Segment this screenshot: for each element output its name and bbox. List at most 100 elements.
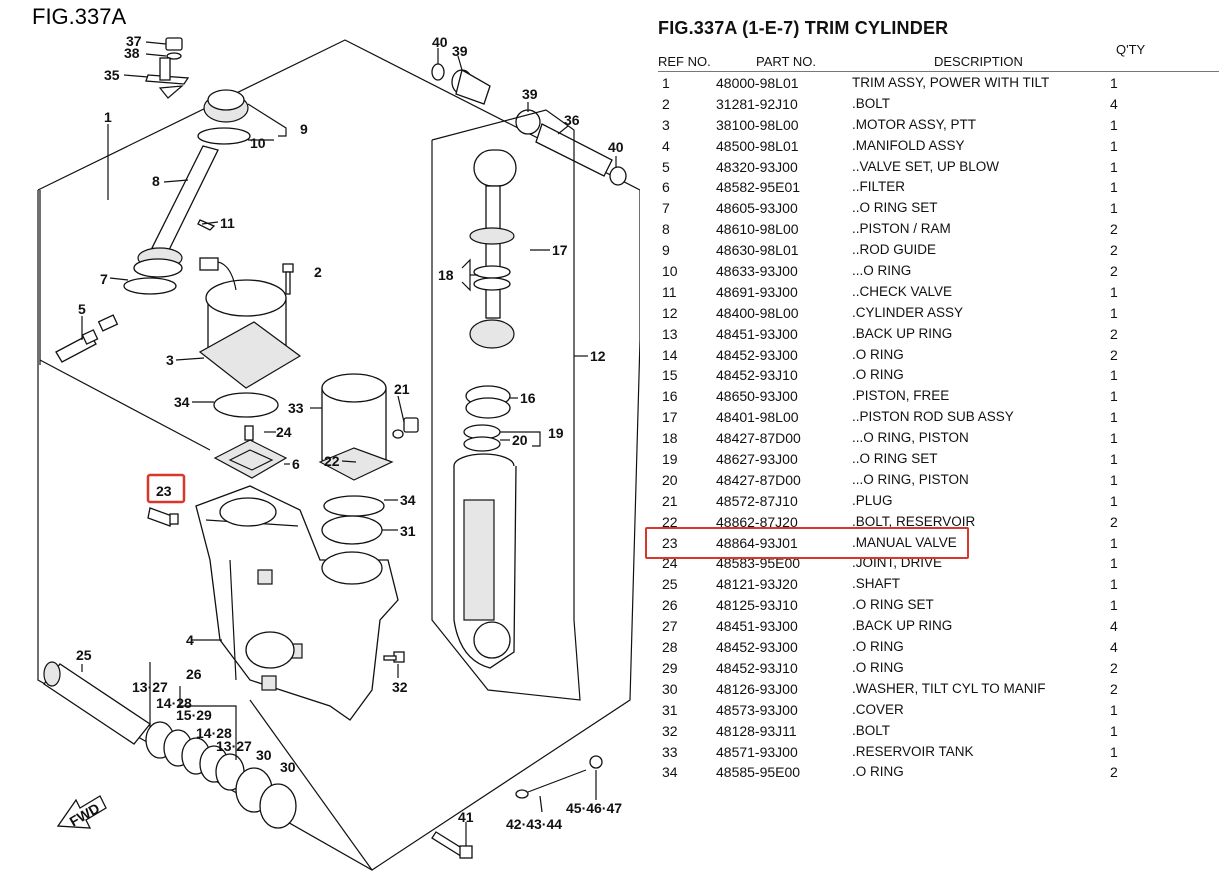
- ref-cell: 29: [662, 659, 678, 676]
- exploded-parts-diagram: FIG.337A: [32, 4, 640, 871]
- description-cell: .O RING: [852, 346, 904, 362]
- bushing-part-39: [431, 63, 541, 135]
- callout-24: 24: [276, 424, 292, 440]
- callout-40b: 40: [608, 139, 624, 155]
- callout-17: 17: [552, 242, 568, 258]
- table-row: 22 48862-87J20 .BOLT, RESERVOIR 2: [658, 512, 1219, 533]
- description-cell: .MOTOR ASSY, PTT: [852, 116, 977, 132]
- callout-1: 1: [104, 109, 112, 125]
- qty-cell: 1: [1110, 597, 1118, 614]
- part-no-cell: 48452-93J00: [716, 346, 798, 363]
- callout-20: 20: [512, 432, 528, 448]
- ref-cell: 20: [662, 471, 678, 488]
- part-no-cell: 48862-87J20: [716, 513, 798, 530]
- ref-cell: 14: [662, 346, 678, 363]
- callout-2: 2: [314, 264, 322, 280]
- callout-13-27b: 13·27: [216, 738, 252, 754]
- callout-12: 12: [590, 348, 606, 364]
- description-cell: ..FILTER: [852, 179, 906, 195]
- callout-4: 4: [186, 632, 194, 648]
- description-cell: .JOINT, DRIVE: [852, 555, 943, 571]
- ring-set-13-30: [145, 721, 297, 829]
- callout-40a: 40: [432, 34, 448, 50]
- part-no-cell: 48000-98L01: [716, 75, 799, 91]
- qty-cell: 1: [1110, 534, 1118, 551]
- callout-14-28a: 14·28: [156, 695, 192, 711]
- callout-30a: 30: [256, 747, 272, 763]
- ref-cell: 32: [662, 722, 678, 739]
- callout-39a: 39: [452, 43, 468, 59]
- description-cell: .WASHER, TILT CYL TO MANIF: [852, 680, 1046, 696]
- description-cell: .BOLT, RESERVOIR: [852, 513, 976, 529]
- part-no-cell: 48573-93J00: [716, 701, 798, 718]
- callout-23: 23: [156, 483, 172, 499]
- figure-label: FIG.337A: [32, 4, 126, 29]
- part-no-cell: 48627-93J00: [716, 451, 798, 468]
- callout-34a: 34: [174, 394, 190, 410]
- part-no-cell: 48630-98L01: [716, 242, 799, 259]
- callout-31: 31: [400, 523, 416, 539]
- ref-cell: 5: [662, 158, 670, 175]
- piston-rod-part-17: [469, 149, 517, 349]
- description-cell: .BACK UP RING: [852, 618, 953, 634]
- part-no-cell: 48583-95E00: [716, 555, 801, 572]
- ref-cell: 18: [662, 430, 678, 447]
- table-title: FIG.337A (1-E-7) TRIM CYLINDER: [658, 18, 949, 38]
- cover-part-31: [321, 515, 383, 545]
- ref-cell: 33: [662, 743, 678, 760]
- ref-cell: 21: [662, 492, 678, 509]
- manual-valve-part-23: [147, 507, 179, 527]
- description-cell: .O RING SET: [852, 597, 934, 613]
- description-cell: .MANIFOLD ASSY: [852, 137, 965, 153]
- valve-set-part-5: [55, 314, 119, 363]
- header-qty: Q'TY: [1116, 42, 1146, 57]
- description-cell: .O RING: [852, 367, 904, 383]
- callout-16: 16: [520, 390, 536, 406]
- nut-part-37: [165, 37, 183, 60]
- wire-part-42-44: [515, 755, 603, 799]
- description-cell: ...O RING: [852, 263, 912, 279]
- callout-19: 19: [548, 425, 564, 441]
- callout-10: 10: [250, 135, 266, 151]
- description-cell: .O RING: [852, 764, 904, 780]
- part-no-cell: 48125-93J10: [716, 597, 798, 614]
- header-part-no: PART NO.: [756, 54, 816, 69]
- callout-26: 26: [186, 666, 202, 682]
- ref-cell: 31: [662, 701, 678, 718]
- part-no-cell: 48585-95E00: [716, 764, 801, 781]
- rod-guide-part-9: [197, 89, 251, 145]
- qty-cell: 1: [1110, 743, 1118, 760]
- qty-cell: 4: [1110, 95, 1118, 112]
- callout-38: 38: [124, 45, 140, 61]
- ref-cell: 25: [662, 576, 678, 593]
- qty-cell: 1: [1110, 200, 1118, 217]
- description-cell: .BACK UP RING: [852, 325, 953, 341]
- qty-cell: 1: [1110, 75, 1118, 91]
- ref-cell: 22: [662, 513, 678, 530]
- ref-cell: 6: [662, 179, 670, 196]
- part-no-cell: 48128-93J11: [716, 722, 797, 739]
- callout-23-highlight: [146, 473, 186, 504]
- ref-cell: 1: [662, 75, 670, 91]
- description-cell: .O RING: [852, 659, 904, 675]
- qty-cell: 2: [1110, 680, 1118, 697]
- description-cell: .PLUG: [852, 492, 893, 508]
- part-no-cell: 48691-93J00: [716, 283, 798, 300]
- qty-cell: 1: [1110, 555, 1118, 572]
- qty-cell: 2: [1110, 513, 1118, 530]
- description-cell: .PISTON, FREE: [852, 388, 950, 404]
- qty-cell: 1: [1110, 701, 1118, 718]
